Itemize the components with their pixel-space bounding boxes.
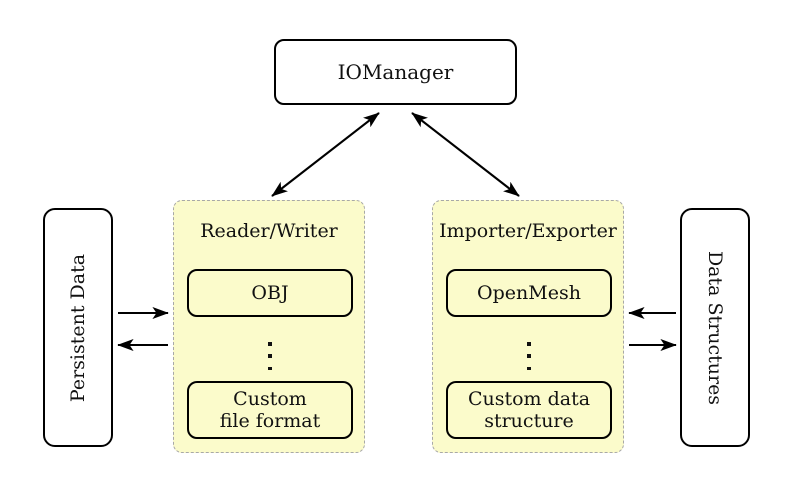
node-persistent-data[interactable]: Persistent Data <box>43 208 113 447</box>
item-obj[interactable]: OBJ <box>187 269 353 317</box>
node-iomanager[interactable]: IOManager <box>274 39 517 105</box>
node-persistent-data-label: Persistent Data <box>67 253 89 402</box>
node-iomanager-label: IOManager <box>337 60 454 84</box>
panel-importer-exporter-title: Importer/Exporter <box>439 220 617 242</box>
connector-iomanager-reader-writer <box>271 112 380 197</box>
connector-iomanager-importer-exporter <box>411 112 520 197</box>
node-data-structures[interactable]: Data Structures <box>680 208 750 447</box>
item-openmesh-label: OpenMesh <box>477 281 581 304</box>
panel-reader-writer-title: Reader/Writer <box>200 220 338 242</box>
node-data-structures-label: Data Structures <box>704 250 726 405</box>
ellipsis-importer-exporter <box>524 342 534 370</box>
ellipsis-reader-writer <box>265 342 275 370</box>
item-openmesh[interactable]: OpenMesh <box>446 269 612 317</box>
item-obj-label: OBJ <box>251 281 289 304</box>
